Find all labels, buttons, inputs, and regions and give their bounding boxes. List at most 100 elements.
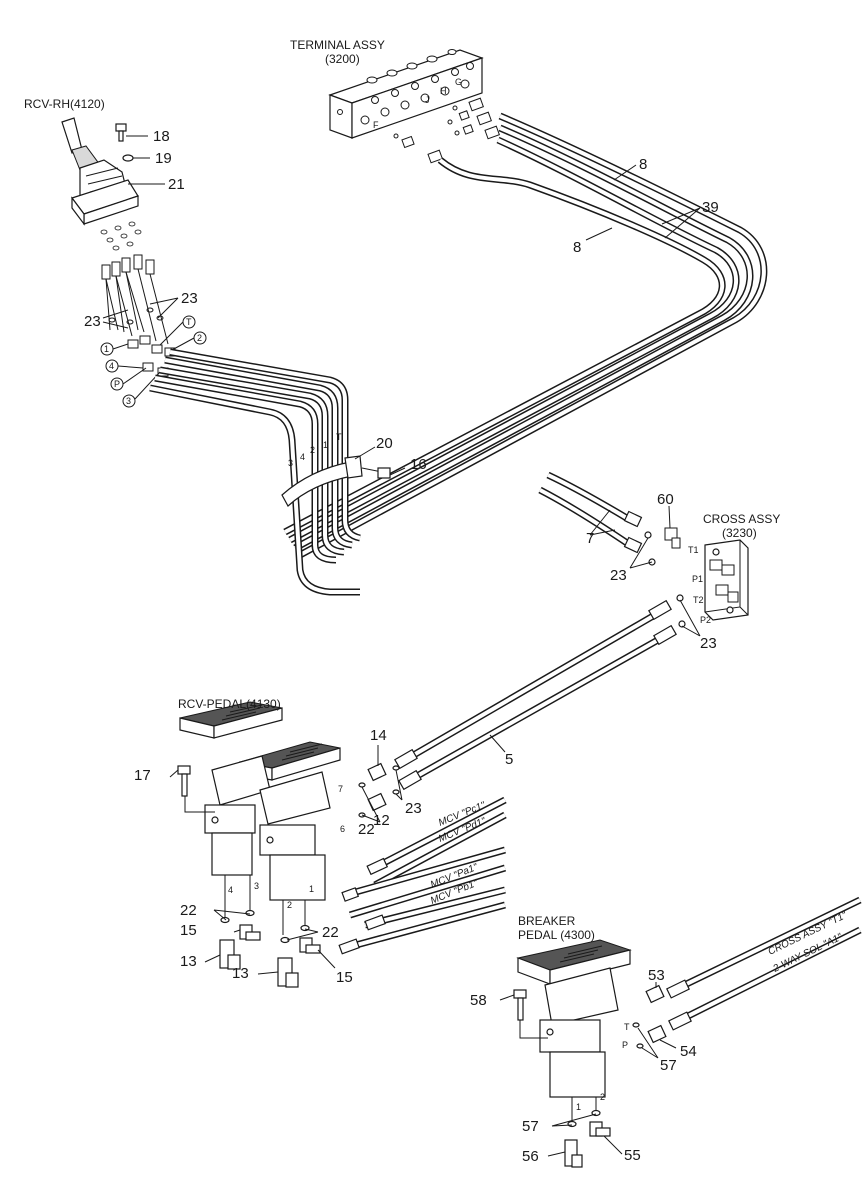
- cross-port-t2: T2: [693, 595, 704, 605]
- rcv-rh-port-marks: [100, 315, 207, 408]
- callout-39: 39: [702, 199, 719, 216]
- pedal-mark-3: 3: [254, 881, 259, 891]
- rcv-rh-hoses: [149, 348, 361, 596]
- callout-8-upper: 8: [639, 156, 647, 173]
- callout-23-cross-upper: 23: [610, 567, 627, 584]
- cross-port-p2: P2: [700, 615, 711, 625]
- leader-22-pedal: [361, 786, 381, 823]
- rcv-pedal: [177, 701, 341, 944]
- leader-17: [169, 769, 179, 778]
- rcv-rh-label: RCV-RH(4120): [24, 97, 105, 111]
- breaker-mark-p: P: [622, 1040, 628, 1050]
- hose-tag-4: 4: [300, 452, 305, 462]
- terminal-assy-label: TERMINAL ASSY: [290, 38, 385, 52]
- callout-19: 19: [155, 150, 172, 167]
- pedal-mark-6: 6: [340, 824, 345, 834]
- leader-5: [489, 734, 506, 753]
- leaders-8-39: [585, 164, 701, 241]
- rcv-rh-leaders: [126, 135, 165, 185]
- cross-assy-code: (3230): [722, 526, 757, 540]
- cross-port-p1: P1: [692, 574, 703, 584]
- callout-53: 53: [648, 967, 665, 984]
- callout-57-right: 57: [660, 1057, 677, 1074]
- rcv-pedal-label: RCV-PEDAL(4130): [178, 697, 281, 711]
- port-letter-j: J: [425, 95, 430, 105]
- callout-13-left: 13: [180, 953, 197, 970]
- callout-55: 55: [624, 1147, 641, 1164]
- cross-port-t1: T1: [688, 545, 699, 555]
- pedal-mark-1: 1: [309, 884, 314, 894]
- callout-8-lower: 8: [573, 239, 581, 256]
- terminal-assy-code: (3200): [325, 52, 360, 66]
- pedal-fitting-leaders: [377, 745, 403, 801]
- terminal-assy-block: [328, 49, 484, 139]
- breaker-leaders: [499, 982, 677, 1157]
- clamp-20: [281, 455, 391, 507]
- callout-20: 20: [376, 435, 393, 452]
- rcv-rh-connectors: [101, 254, 176, 377]
- hose-tag-1: 1: [323, 440, 328, 450]
- leaders-23-top: [102, 297, 179, 329]
- callout-17: 17: [134, 767, 151, 784]
- breaker-mark-2: 2: [600, 1092, 605, 1102]
- pedal-fittings: [358, 762, 400, 818]
- breaker-mark-1: 1: [576, 1102, 581, 1112]
- callout-18: 18: [153, 128, 170, 145]
- port-letter-h: H: [440, 86, 447, 96]
- breaker-hoses: [666, 896, 862, 1031]
- hose-bundle-8-39: [283, 112, 768, 559]
- callout-23-right: 23: [181, 290, 198, 307]
- pedal-mark-2: 2: [287, 900, 292, 910]
- callout-58: 58: [470, 992, 487, 1009]
- hoses-7: [538, 471, 643, 554]
- cross-assy-label: CROSS ASSY: [703, 512, 780, 526]
- leader-7: [589, 509, 616, 536]
- leader-22-lower: [286, 928, 319, 941]
- cross-assy: [644, 527, 749, 628]
- callout-13-right: 13: [232, 965, 249, 982]
- terminal-fittings: [393, 97, 500, 164]
- callout-57-bottom: 57: [522, 1118, 539, 1135]
- hose-tag-2: 2: [310, 445, 315, 455]
- clamp-leaders: [354, 446, 406, 476]
- port-mark-2: 2: [197, 333, 202, 343]
- port-mark-p: P: [114, 379, 120, 389]
- port-letter-f: F: [373, 120, 379, 130]
- hose-tag-3: 3: [288, 458, 293, 468]
- breaker-label-line2: PEDAL (4300): [518, 928, 595, 942]
- callout-15-lower: 15: [336, 969, 353, 986]
- breaker-label-line1: BREAKER: [518, 914, 576, 928]
- hose-tag-t: T: [336, 432, 342, 442]
- port-mark-1: 1: [104, 344, 109, 354]
- breaker-pedal: [513, 939, 667, 1168]
- pedal-mark-7: 7: [338, 784, 343, 794]
- port-mark-leaders: [112, 321, 195, 400]
- callout-54: 54: [680, 1043, 697, 1060]
- callout-23-pedal: 23: [405, 800, 422, 817]
- pedal-mark-4: 4: [228, 885, 233, 895]
- callout-22-pedal: 22: [358, 821, 375, 838]
- callout-22-elbow-upper: 22: [180, 902, 197, 919]
- callout-7: 7: [586, 530, 594, 547]
- callout-23-cross-lower: 23: [700, 635, 717, 652]
- callout-56: 56: [522, 1148, 539, 1165]
- callout-21: 21: [168, 176, 185, 193]
- port-mark-t: T: [186, 317, 192, 327]
- breaker-mark-t: T: [624, 1022, 630, 1032]
- cross-leaders: [629, 505, 701, 637]
- mcv-hoses: [338, 796, 507, 955]
- callout-22-elbow-lower: 22: [322, 924, 339, 941]
- hoses-5: [394, 599, 677, 791]
- pedal-elbows: [219, 924, 321, 988]
- callout-14: 14: [370, 727, 387, 744]
- port-letter-g: G: [455, 77, 462, 87]
- callout-23-left: 23: [84, 313, 101, 330]
- callout-5: 5: [505, 751, 513, 768]
- pedal-elbow-leaders: [204, 909, 336, 975]
- port-mark-4: 4: [109, 361, 114, 371]
- rcv-rh-joystick: [61, 117, 142, 251]
- callout-60: 60: [657, 491, 674, 508]
- callout-15-upper: 15: [180, 922, 197, 939]
- callout-16: 16: [410, 456, 427, 473]
